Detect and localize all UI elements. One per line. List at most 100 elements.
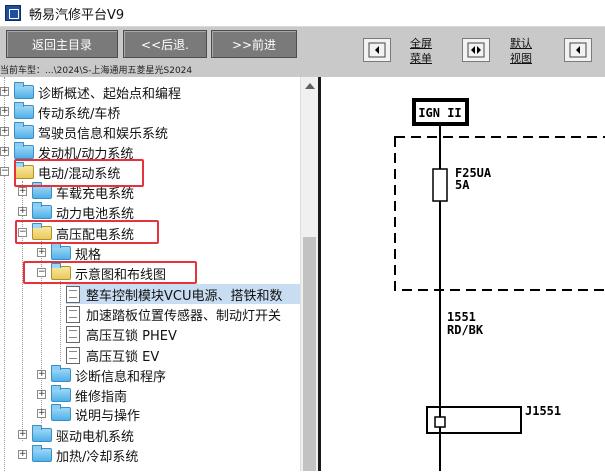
default-view-link[interactable]: 默认 视图 — [510, 36, 532, 66]
tree-item[interactable]: 加速踏板位置传感器、制动灯开关 — [66, 304, 281, 324]
expand-icon[interactable]: + — [0, 146, 9, 156]
fuse-name: F25UA — [455, 166, 492, 180]
tree-item-label: 车载充电系统 — [56, 186, 135, 202]
fuse-symbol — [432, 168, 448, 202]
tree-item-label: 高压互锁 EV — [86, 349, 160, 365]
tree-item[interactable]: 高压互锁 EV — [66, 345, 159, 365]
expand-icon[interactable]: + — [37, 369, 46, 379]
tree-item-label: 示意图和布线图 — [75, 267, 167, 283]
folder-icon — [32, 182, 52, 199]
scrollbar-thumb[interactable] — [303, 237, 316, 471]
tree-item-label: 发动机/动力系统 — [38, 146, 134, 162]
tree-item-label: 诊断信息和程序 — [75, 369, 167, 385]
tree-item-label: 电动/混动系统 — [38, 166, 121, 182]
folder-icon — [32, 425, 52, 442]
collapse-left-icon — [368, 42, 386, 58]
tree-item-label: 加速踏板位置传感器、制动灯开关 — [86, 308, 282, 324]
connector-label: J1551 — [525, 404, 561, 418]
back-to-main-button[interactable]: 返回主目录 — [6, 30, 118, 58]
collapse-icon[interactable]: − — [0, 166, 9, 176]
tree-item-label: 维修指南 — [75, 389, 128, 405]
folder-icon — [14, 142, 34, 159]
tree-guide — [41, 241, 42, 423]
fuse-rating: 5A — [455, 178, 470, 192]
tree-item-hv-distribution[interactable]: − 高压配电系统 — [18, 223, 134, 243]
title-bar: 畅易汽修平台V9 — [0, 0, 605, 27]
tree-item-label: 传动系统/车桥 — [38, 106, 121, 122]
expand-icon[interactable]: + — [18, 186, 27, 196]
folder-icon — [51, 404, 71, 421]
tree-item-label: 说明与操作 — [75, 408, 141, 424]
split-view-icon — [467, 42, 485, 58]
expand-icon[interactable]: + — [37, 389, 46, 399]
expand-icon[interactable]: + — [37, 247, 46, 257]
tree-item[interactable]: + 动力电池系统 — [18, 202, 134, 222]
folder-icon — [14, 82, 34, 99]
highlight-box — [15, 220, 159, 244]
tree-item[interactable]: 高压互锁 PHEV — [66, 324, 177, 344]
pane-splitter[interactable] — [318, 77, 321, 471]
tree-item[interactable]: + 车载充电系统 — [18, 182, 134, 202]
document-icon — [66, 285, 80, 303]
expand-icon[interactable]: + — [18, 449, 27, 459]
open-folder-icon — [32, 223, 52, 240]
tree-item[interactable]: + 加热/冷却系统 — [18, 445, 138, 465]
tree-item[interactable]: + 规格 — [37, 243, 101, 263]
tree-guide — [22, 181, 23, 441]
folder-icon — [51, 243, 71, 260]
folder-icon — [14, 102, 34, 119]
split-view-button[interactable] — [462, 38, 490, 62]
back-button[interactable]: <<后退. — [123, 30, 207, 58]
open-folder-icon — [51, 263, 71, 280]
tree-pane: + 诊断概述、起始点和编程 + 传动系统/车桥 + 驾驶员信息和娱乐系统 + 发… — [0, 77, 318, 471]
app-icon — [5, 5, 21, 21]
forward-button[interactable]: >>前进 — [211, 30, 297, 58]
expand-icon[interactable]: + — [0, 86, 9, 96]
ign-label: IGN II — [418, 106, 461, 120]
collapse-icon[interactable]: − — [18, 227, 27, 237]
document-icon — [66, 305, 80, 323]
expand-icon[interactable]: + — [0, 126, 9, 136]
fullscreen-menu-link[interactable]: 全屏 菜单 — [410, 36, 432, 66]
expand-icon[interactable]: + — [18, 429, 27, 439]
tree-item[interactable]: + 维修指南 — [37, 385, 127, 405]
tree-item-label: 驾驶员信息和娱乐系统 — [38, 126, 169, 142]
tree-item-label: 高压配电系统 — [56, 227, 135, 243]
tree-item-label: 高压互锁 PHEV — [86, 328, 177, 344]
fuse-block — [394, 136, 605, 291]
tree-item-label: 驱动电机系统 — [56, 429, 135, 445]
tree-item[interactable]: + 驾驶员信息和娱乐系统 — [0, 122, 168, 142]
tree-item-label: 动力电池系统 — [56, 206, 135, 222]
document-icon — [66, 346, 80, 364]
fullscreen-label: 全屏 菜单 — [410, 37, 432, 65]
collapse-left-button[interactable] — [363, 38, 391, 62]
expand-right-icon — [569, 42, 587, 58]
expand-right-button[interactable] — [564, 38, 592, 62]
wiring-diagram: IGN II F25UA 5A 1551 RD/BK J1551 — [321, 77, 605, 471]
tree-item-label: 整车控制模块VCU电源、搭铁和数 — [86, 288, 283, 304]
tree-item[interactable]: + 诊断信息和程序 — [37, 365, 166, 385]
tree-item-schematics[interactable]: − 示意图和布线图 — [37, 263, 166, 283]
tree-item[interactable]: + 发动机/动力系统 — [0, 142, 133, 162]
expand-icon[interactable]: + — [18, 206, 27, 216]
tree-item[interactable]: + 说明与操作 — [37, 404, 140, 424]
collapse-icon[interactable]: − — [37, 267, 46, 277]
scroll-up-icon[interactable] — [305, 83, 315, 89]
folder-icon — [51, 365, 71, 382]
tree-item[interactable]: + 驱动电机系统 — [18, 425, 134, 445]
tree-item[interactable]: + 传动系统/车桥 — [0, 102, 120, 122]
tree-item-selected[interactable]: 整车控制模块VCU电源、搭铁和数 — [66, 284, 302, 304]
tree-guide — [60, 281, 61, 361]
tree-item[interactable]: + 诊断概述、起始点和编程 — [0, 82, 181, 102]
tree-item-label: 规格 — [75, 247, 102, 263]
document-icon — [66, 325, 80, 343]
circuit-number: 1551 — [447, 310, 476, 324]
expand-icon[interactable]: + — [0, 106, 9, 116]
highlight-box — [23, 261, 197, 284]
folder-icon — [51, 385, 71, 402]
highlight-box — [14, 159, 144, 187]
tree-item-ev-hybrid[interactable]: − 电动/混动系统 — [0, 162, 120, 182]
expand-icon[interactable]: + — [37, 408, 46, 418]
tree-scrollbar[interactable] — [300, 77, 318, 471]
folder-icon — [32, 445, 52, 462]
